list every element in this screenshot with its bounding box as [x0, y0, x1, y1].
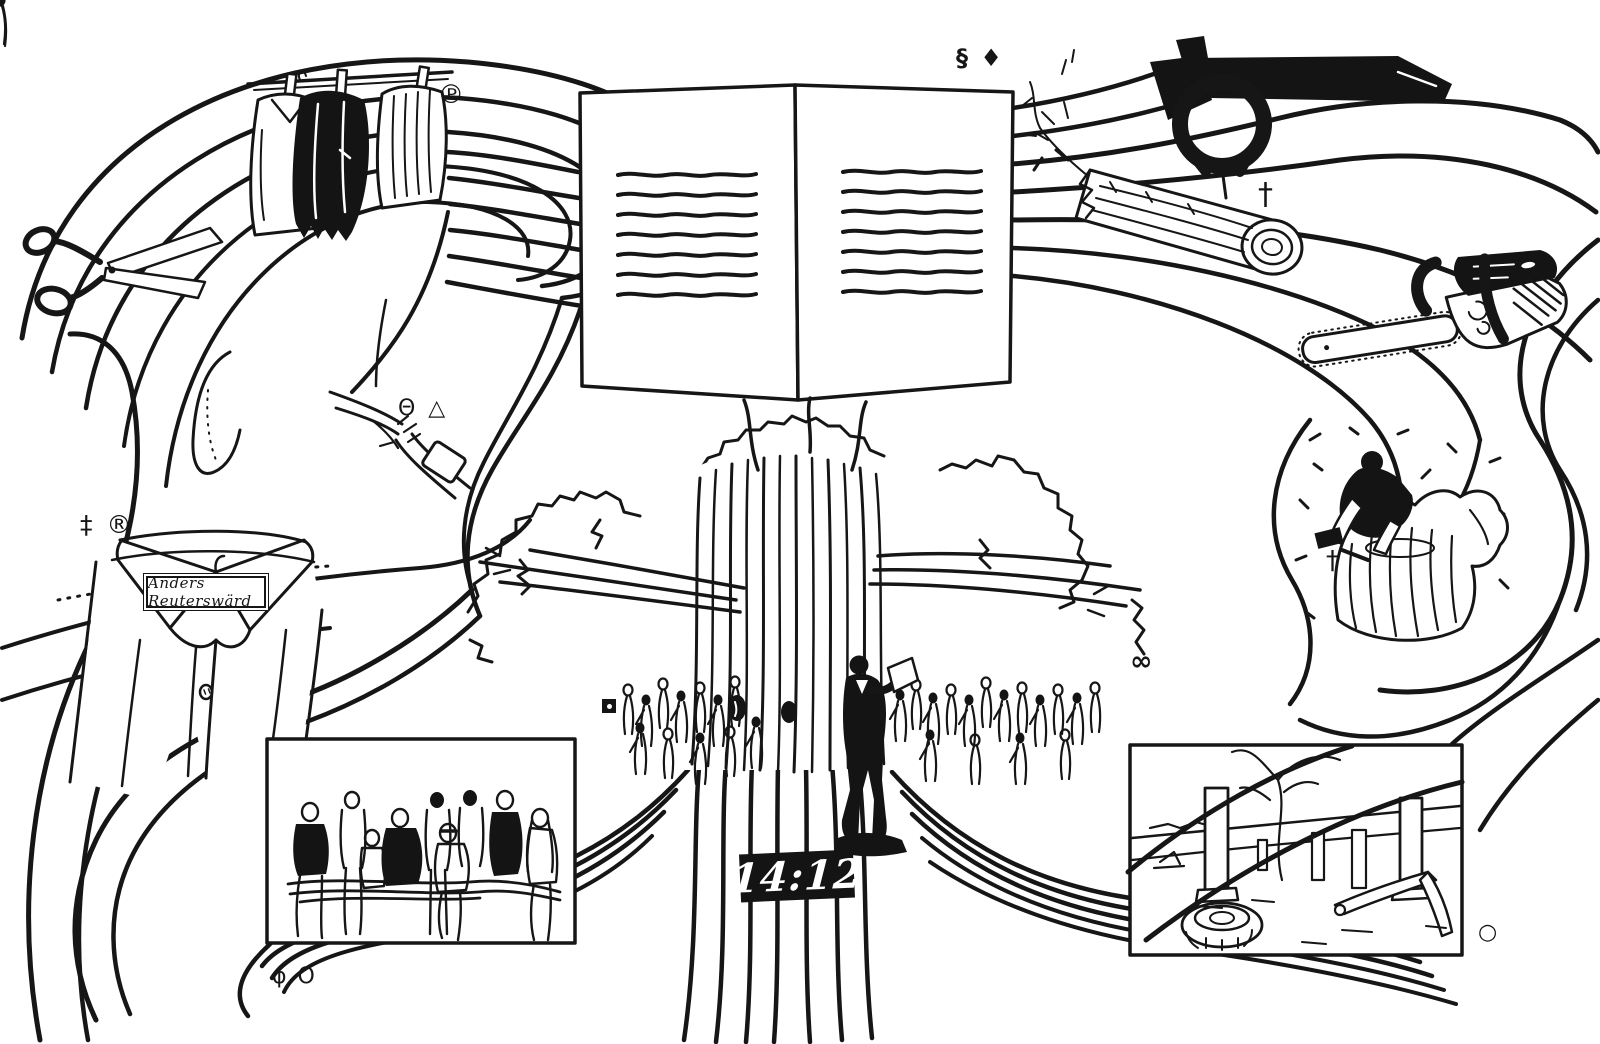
- mending-hands: [191, 298, 472, 500]
- log-grabber: [1150, 36, 1452, 200]
- wood-carver: [1294, 426, 1510, 642]
- clock-time: 14:12: [730, 849, 864, 903]
- section-diamond-symbol: § ♦: [956, 44, 1004, 72]
- oak-tree: [466, 396, 1146, 774]
- infinity-symbol: ∞: [1130, 646, 1153, 677]
- double-dagger-registered-symbol: ‡ ®: [80, 510, 135, 539]
- phi-circle-symbol: φ Ο: [272, 964, 317, 989]
- group-photo-figures: [286, 789, 562, 942]
- dagger-symbol-carving: †: [1326, 546, 1339, 576]
- scissors: [22, 226, 224, 317]
- sound-recording-copyright-symbol: ℗: [438, 80, 464, 110]
- canopy: [466, 414, 1146, 664]
- branch-sprig: [1019, 49, 1106, 191]
- reader-figure: [836, 655, 920, 857]
- square-dot-icon: [602, 699, 616, 713]
- circle-symbol: ○: [1478, 920, 1498, 945]
- flow-lines: [0, 53, 1600, 1044]
- branches: [478, 396, 1142, 618]
- group-photo-frame: [265, 737, 577, 945]
- book-text-lines: [616, 168, 983, 298]
- chainsaw: [1297, 250, 1568, 368]
- open-book: [578, 83, 1015, 402]
- digital-clock: 14:12: [730, 849, 864, 903]
- theta-triangle-symbol: Θ △: [398, 396, 449, 421]
- crowd: [0, 0, 1102, 786]
- overlay-flow-lines: [1125, 743, 1465, 943]
- clothesline-garments: [246, 65, 454, 241]
- log: [1074, 168, 1304, 276]
- shirt-collar-label: Anders Reuterswärd: [146, 574, 266, 610]
- flooded-ruins-frame: [1128, 743, 1464, 957]
- ruins-scene: [1130, 749, 1462, 951]
- dagger-symbol-log: †: [1258, 177, 1273, 212]
